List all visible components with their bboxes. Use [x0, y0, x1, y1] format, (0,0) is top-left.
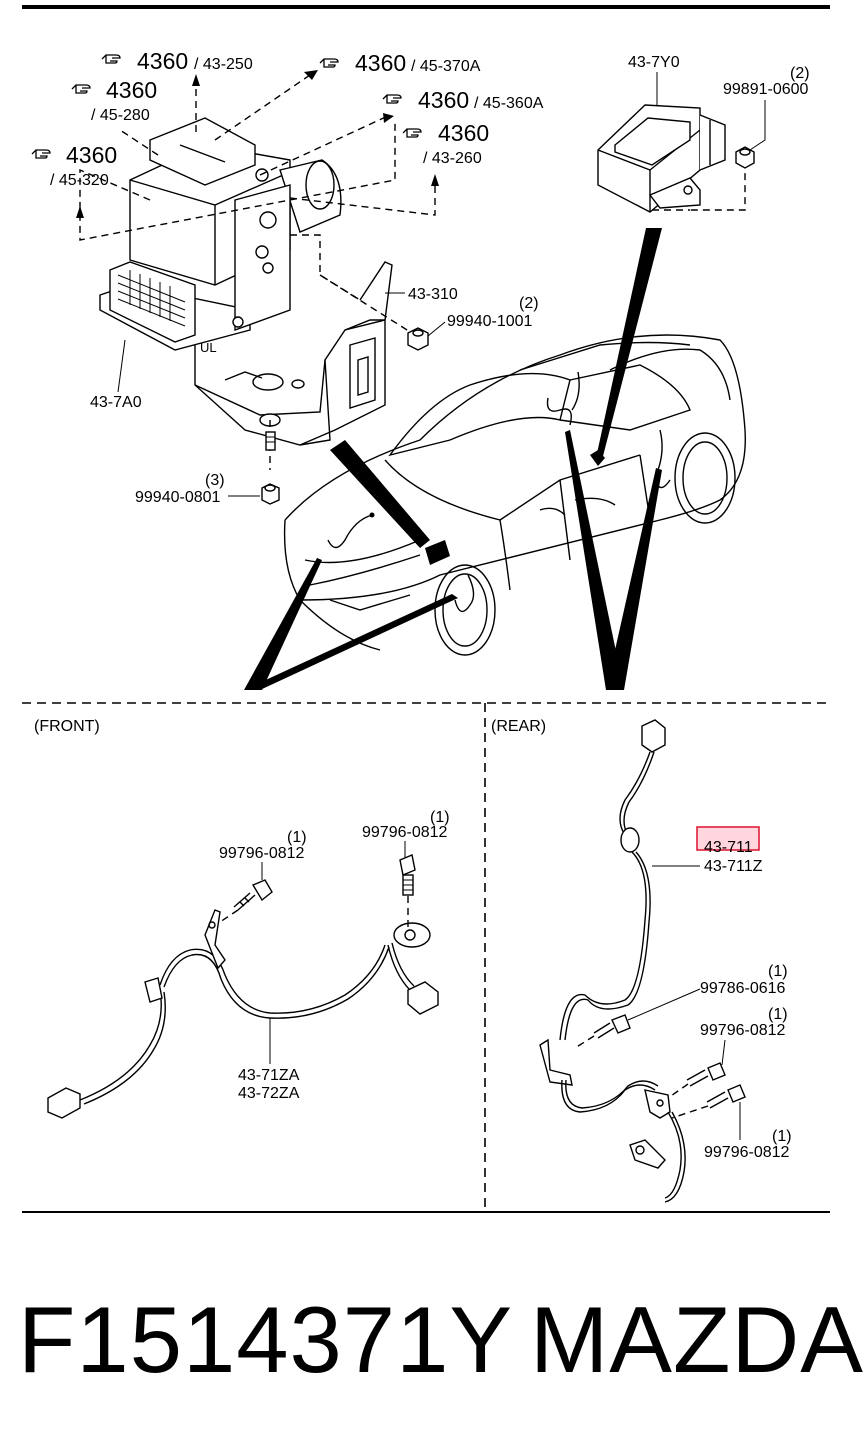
- front-section-title: (FRONT): [34, 718, 100, 735]
- control-module-drawing: [597, 104, 726, 213]
- highlight-box: [696, 826, 760, 851]
- pointing-hand-icon: [31, 149, 51, 159]
- callout-ref-page: / 45-370A: [411, 58, 481, 75]
- hydraulic-unit-drawing: UL: [99, 117, 393, 446]
- bracket-nut-drawing: [407, 327, 429, 351]
- callout-ref-page: / 43-260: [423, 150, 482, 167]
- pointer-wedges: [244, 228, 662, 690]
- callout-45-320: 4360 / 45-320: [31, 142, 117, 189]
- callout-43-250: 4360 / 43-250: [101, 48, 253, 74]
- callout-ref-number: 4360: [438, 120, 489, 146]
- front-sensor-harness-drawing: [47, 854, 439, 1119]
- part-footer: F1514371Y MAZDA: [0, 1285, 864, 1405]
- rear-bolt3-qty: (1): [772, 1128, 792, 1145]
- base-nut-qty: (3): [205, 472, 225, 489]
- hcu-label: 43-7A0: [90, 394, 142, 411]
- front-bolt1-qty: (1): [287, 829, 307, 846]
- callout-ref-number: 4360: [355, 50, 406, 76]
- rear-bolt1-qty: (1): [768, 963, 788, 980]
- callout-45-360a: 4360 / 45-360A: [382, 87, 544, 113]
- bracket-nut-qty: (2): [519, 295, 539, 312]
- parts-diagram: UL 4360 / 43-250 4360 / 45-370A 4360 /: [22, 5, 832, 1213]
- front-bolt2-label: 99796-0812: [362, 824, 448, 841]
- pointing-hand-icon: [382, 94, 402, 104]
- module-label: 43-7Y0: [628, 54, 680, 71]
- pointing-hand-icon: [101, 54, 121, 64]
- arrowheads: [76, 70, 439, 218]
- svg-text:UL: UL: [200, 340, 217, 355]
- rear-bolt3-label: 99796-0812: [704, 1144, 790, 1161]
- rear-sensor-harness-drawing: [539, 719, 746, 1203]
- front-bolt1-label: 99796-0812: [219, 845, 305, 862]
- callout-ref-number: 4360: [66, 142, 117, 168]
- module-nut-drawing: [735, 146, 755, 169]
- front-sensor-label-2: 43-72ZA: [238, 1085, 300, 1102]
- rear-section-title: (REAR): [491, 718, 546, 735]
- brand-name: MAZDA: [530, 1287, 864, 1392]
- rear-sensor-label-2: 43-711Z: [704, 858, 763, 875]
- rear-bolt1-label: 99786-0616: [700, 980, 786, 997]
- base-nut-label: 99940-0801: [135, 489, 221, 506]
- module-nut-label: 99891-0600: [723, 81, 809, 98]
- callout-ref-number: 4360: [137, 48, 188, 74]
- module-nut-qty: (2): [790, 65, 810, 82]
- rear-bolt2-qty: (1): [768, 1006, 788, 1023]
- callout-ref-page: / 43-250: [194, 56, 253, 73]
- pointing-hand-icon: [402, 128, 422, 138]
- callout-ref-number: 4360: [106, 77, 157, 103]
- callout-45-370a: 4360 / 45-370A: [319, 50, 481, 76]
- pointing-hand-icon: [71, 84, 91, 94]
- bracket-nut-label: 99940-1001: [447, 313, 533, 330]
- callout-45-280: 4360 / 45-280: [71, 77, 157, 124]
- rear-sensor-label-highlight: 43-711: [704, 839, 753, 856]
- front-sensor-label-1: 43-71ZA: [238, 1067, 300, 1084]
- part-number: F1514371Y: [18, 1287, 514, 1392]
- callout-ref-page: / 45-360A: [474, 95, 544, 112]
- bracket-label: 43-310: [408, 286, 458, 303]
- base-bolt-drawing: [261, 431, 280, 505]
- callout-43-260: 4360 / 43-260: [402, 120, 489, 167]
- rear-bolt2-label: 99796-0812: [700, 1022, 786, 1039]
- callout-ref-page: / 45-280: [91, 107, 150, 124]
- callout-ref-page: / 45-320: [50, 172, 109, 189]
- front-bolt2-qty: (1): [430, 809, 450, 826]
- pointing-hand-icon: [319, 58, 339, 68]
- callout-ref-number: 4360: [418, 87, 469, 113]
